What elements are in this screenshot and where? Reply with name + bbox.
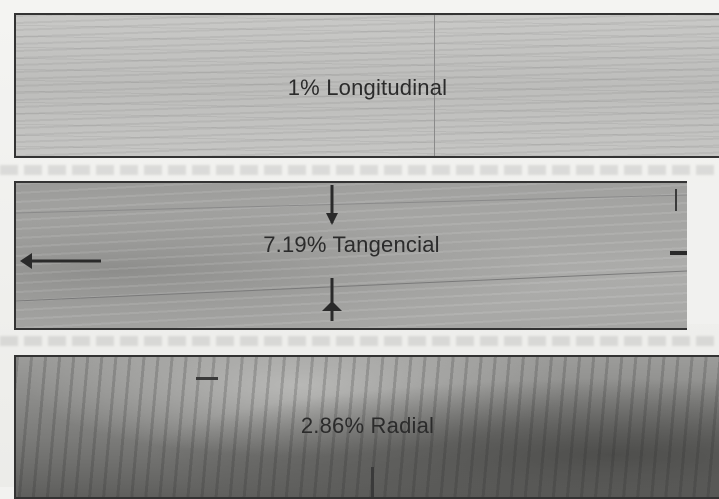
bleed-through-text bbox=[0, 336, 719, 346]
radial-label: 2.86% Radial bbox=[300, 413, 435, 438]
longitudinal-sample-panel: 1% Longitudinal bbox=[14, 13, 719, 158]
pencil-mark bbox=[371, 467, 374, 497]
radial-sample-panel: 2.86% Radial bbox=[14, 355, 719, 499]
tangential-label: 7.19% Tangencial bbox=[263, 232, 440, 257]
page-margin bbox=[687, 183, 719, 324]
pencil-line bbox=[434, 15, 435, 156]
longitudinal-label: 1% Longitudinal bbox=[287, 75, 448, 100]
tangential-sample-panel: 7.19% Tangencial bbox=[14, 181, 687, 330]
bleed-through-text bbox=[0, 165, 719, 175]
measurement-arrows-icon bbox=[16, 185, 687, 321]
pencil-mark bbox=[196, 377, 218, 380]
